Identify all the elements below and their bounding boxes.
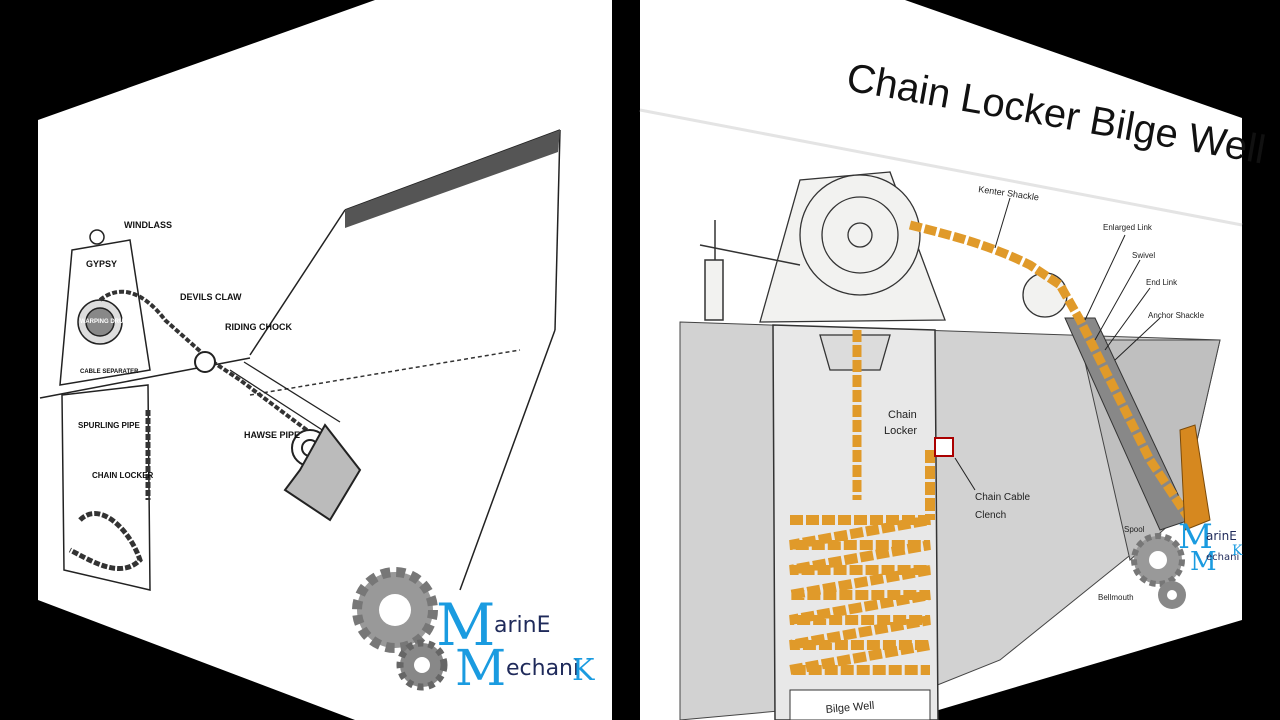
- anchor-right: [1179, 424, 1211, 531]
- chain-cable-clench: [934, 437, 954, 457]
- logo-left-m1: M: [436, 591, 495, 659]
- gear-icon: [1131, 533, 1186, 609]
- label-hawse-pipe: HAWSE PIPE: [244, 430, 300, 440]
- label-windlass: WINDLASS: [124, 220, 172, 230]
- deck-edge-hatch: [345, 130, 560, 228]
- logo-left-rest1: arinE: [494, 613, 550, 638]
- bilge-well: [789, 689, 931, 720]
- label-spurling-pipe: SPURLING PIPE: [78, 421, 140, 430]
- label-bellmouth: Bellmouth: [1098, 593, 1134, 602]
- label-end-link: End Link: [1146, 278, 1178, 287]
- riding-chock-roller: [194, 351, 216, 373]
- label-gypsy: GYPSY: [86, 259, 117, 269]
- leader-lines: [954, 197, 1161, 491]
- label-spool: Spool: [1124, 525, 1145, 534]
- label-chain-cable-clench-2: Clench: [975, 510, 1006, 521]
- title-underline: [639, 108, 1243, 227]
- label-chain-locker-line2: Locker: [884, 425, 917, 437]
- label-enlarged-link: Enlarged Link: [1103, 223, 1153, 232]
- left-chain-locker-pile: [68, 410, 151, 572]
- anchor: [283, 423, 362, 522]
- label-riding-chock: RIDING CHOCK: [225, 322, 292, 332]
- label-chain-cable-clench-1: Chain Cable: [975, 492, 1030, 503]
- logo-right-k: K: [1232, 543, 1243, 559]
- windlass-right: [759, 171, 946, 371]
- brake-lever: [699, 220, 801, 321]
- gear-icon: [352, 567, 448, 691]
- logo-right-m2: M: [1190, 547, 1217, 577]
- label-bilge-well: Bilge Well: [825, 700, 875, 716]
- logo-left-k: K: [572, 653, 595, 688]
- logo-left-m2: M: [455, 639, 506, 697]
- logo-left-rest2: echani: [506, 656, 579, 681]
- label-cable-separater: CABLE SEPARATER: [80, 369, 139, 375]
- windlass: [59, 229, 151, 386]
- orange-chain-pile: [789, 450, 935, 675]
- label-devils-claw: DEVILS CLAW: [180, 292, 242, 302]
- label-anchor-shackle: Anchor Shackle: [1148, 311, 1205, 320]
- label-swivel: Swivel: [1132, 251, 1155, 260]
- label-chain-locker-left: CHAIN LOCKER: [92, 471, 154, 480]
- label-warping-drum: WARPING DRUM: [80, 319, 128, 325]
- logo-right-rest2: echani: [1206, 552, 1239, 563]
- left-chain-upper: [98, 289, 322, 442]
- label-chain-locker-line1: Chain: [888, 409, 917, 421]
- waterline-dashed: [249, 349, 521, 396]
- spool-gear: [1022, 272, 1068, 318]
- orange-chain-top: [908, 220, 1194, 523]
- logo-right-rest1: arinE: [1206, 529, 1237, 543]
- logo-right-m1: M: [1178, 517, 1213, 557]
- hawse-pipe: [229, 361, 341, 436]
